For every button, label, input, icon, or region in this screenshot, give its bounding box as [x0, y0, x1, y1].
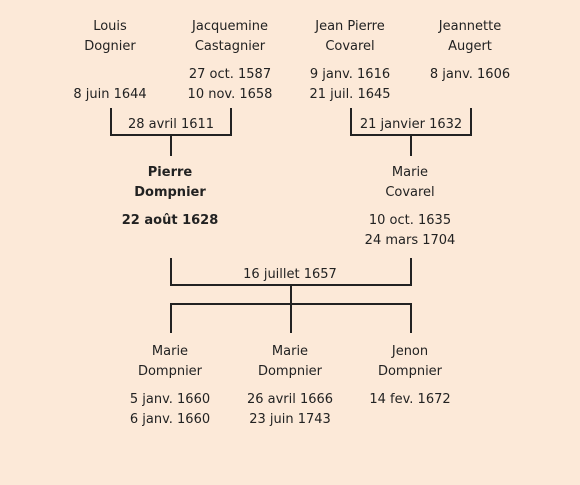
person-pierre-dompnier[interactable]: Pierre Dompnier 22 août 1628 — [100, 163, 240, 231]
surname: Castagnier — [194, 39, 266, 54]
birth-date — [40, 65, 180, 85]
person-child-jenon-dompnier[interactable]: Jenon Dompnier 14 fev. 1672 — [340, 342, 480, 410]
surname: Covarel — [325, 39, 375, 54]
connector-line — [410, 303, 412, 333]
surname: Dompnier — [257, 364, 323, 379]
person-child-marie-dompnier-2[interactable]: Marie Dompnier 26 avril 1666 23 juin 174… — [220, 342, 360, 430]
connector-line — [290, 284, 292, 304]
marriage-date-main: 16 juillet 1657 — [243, 267, 337, 282]
given-name: Marie — [151, 344, 189, 359]
birth-date: 14 fev. 1672 — [369, 392, 451, 407]
given-name: Pierre — [147, 165, 193, 180]
surname: Dompnier — [377, 364, 443, 379]
death-date: 10 nov. 1658 — [187, 87, 273, 102]
person-jeannette-augert[interactable]: Jeannette Augert 8 janv. 1606 — [400, 17, 540, 85]
given-name: Jacquemine — [192, 19, 268, 34]
marriage-date-paternal: 28 avril 1611 — [127, 117, 215, 132]
connector-line — [350, 108, 352, 136]
person-louis-dognier[interactable]: Louis Dognier 8 juin 1644 — [40, 17, 180, 105]
birth-date: 27 oct. 1587 — [188, 67, 272, 82]
birth-date: 26 avril 1666 — [246, 392, 334, 407]
given-name: Louis — [93, 19, 127, 34]
given-name: Marie — [271, 344, 309, 359]
person-jean-pierre-covarel[interactable]: Jean Pierre Covarel 9 janv. 1616 21 juil… — [280, 17, 420, 105]
birth-date: 22 août 1628 — [121, 213, 219, 228]
connector-line — [170, 303, 172, 333]
surname: Dompnier — [134, 185, 206, 200]
connector-line — [110, 108, 112, 136]
connector-line — [410, 258, 412, 286]
death-date: 8 juin 1644 — [73, 87, 147, 102]
surname: Augert — [448, 39, 492, 54]
connector-line — [470, 108, 472, 136]
given-name: Marie — [391, 165, 429, 180]
death-date: 21 juil. 1645 — [309, 87, 391, 102]
person-marie-covarel[interactable]: Marie Covarel 10 oct. 1635 24 mars 1704 — [340, 163, 480, 251]
connector-line — [410, 134, 412, 156]
connector-line — [290, 303, 292, 333]
birth-date: 10 oct. 1635 — [368, 213, 452, 228]
birth-date: 8 janv. 1606 — [429, 67, 511, 82]
surname: Dognier — [84, 39, 136, 54]
surname: Dompnier — [137, 364, 203, 379]
connector-line — [170, 258, 172, 286]
connector-line — [230, 108, 232, 136]
person-child-marie-dompnier-1[interactable]: Marie Dompnier 5 janv. 1660 6 janv. 1660 — [100, 342, 240, 430]
death-date: 6 janv. 1660 — [129, 412, 211, 427]
surname: Covarel — [385, 185, 435, 200]
connector-line — [170, 134, 172, 156]
person-jacquemine-castagnier[interactable]: Jacquemine Castagnier 27 oct. 1587 10 no… — [160, 17, 300, 105]
given-name: Jenon — [391, 344, 429, 359]
death-date: 23 juin 1743 — [249, 412, 331, 427]
marriage-date-maternal: 21 janvier 1632 — [359, 117, 463, 132]
given-name: Jean Pierre — [315, 19, 385, 34]
birth-date: 5 janv. 1660 — [129, 392, 211, 407]
given-name: Jeannette — [438, 19, 502, 34]
birth-date: 9 janv. 1616 — [309, 67, 391, 82]
death-date: 24 mars 1704 — [364, 233, 456, 248]
